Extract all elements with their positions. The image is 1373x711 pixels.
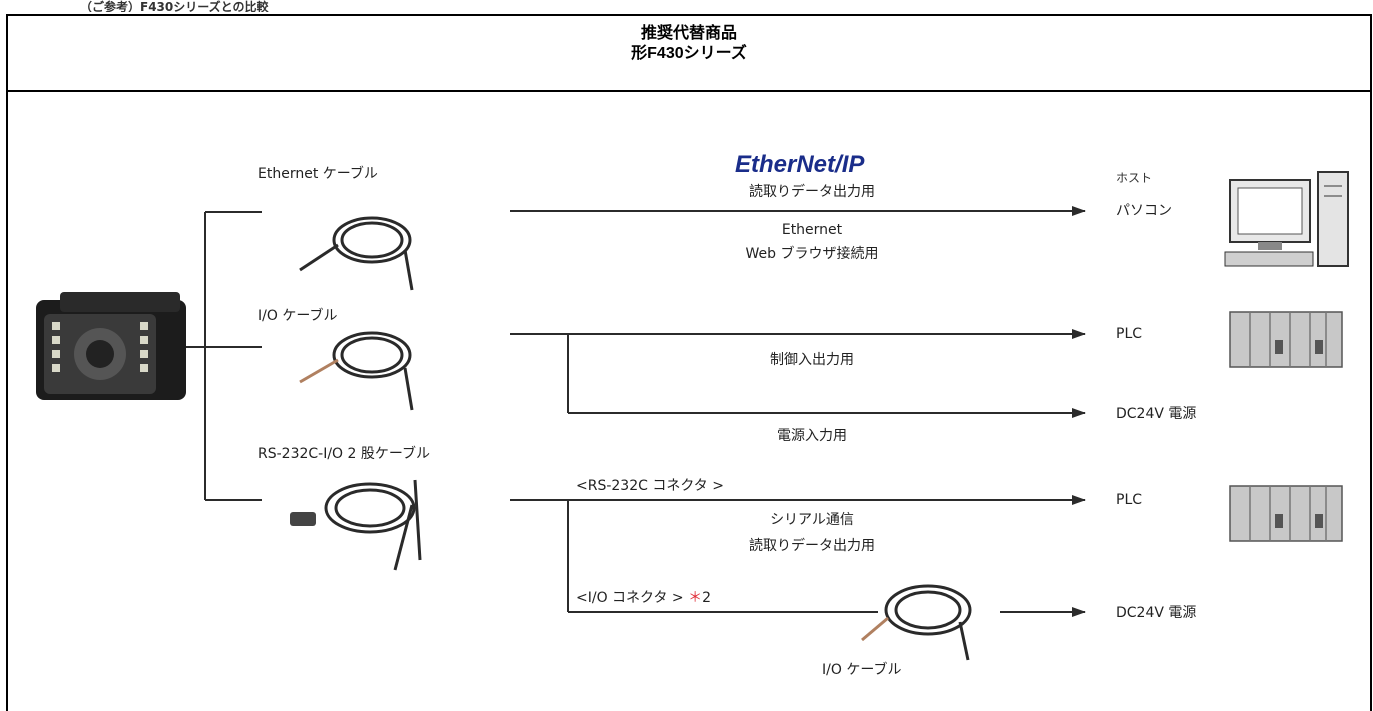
control-io-label: 制御入出力用 bbox=[770, 352, 854, 368]
rs232c-cable-image bbox=[290, 479, 422, 571]
code-reader-device bbox=[36, 292, 186, 400]
top-clipped-text: （ご参考）F430シリーズとの比較 bbox=[80, 0, 269, 12]
power-input-label: 電源入力用 bbox=[777, 428, 847, 444]
dest-dc24v-1-label: DC24V 電源 bbox=[1116, 406, 1196, 422]
io-cable-bottom-label: I/O ケーブル bbox=[822, 661, 901, 678]
bracket-lines bbox=[186, 211, 262, 501]
plc-icon-2 bbox=[1229, 485, 1343, 542]
title-recommended: 推奨代替商品 bbox=[640, 25, 737, 42]
dest-pc-label: パソコン bbox=[1116, 203, 1172, 219]
io-cable-bottom-image bbox=[861, 584, 972, 661]
title-series: 形F430シリーズ bbox=[631, 45, 747, 62]
io-cable-image bbox=[299, 331, 414, 411]
rs232c-connector-label: <RS-232C コネクタ > bbox=[576, 478, 724, 494]
footnote-mark: ＊ bbox=[688, 590, 702, 606]
dest-plc1-label: PLC bbox=[1116, 326, 1142, 342]
io-connector-label: <I/O コネクタ > ＊2 bbox=[576, 590, 711, 606]
rs232c-cable-label: RS-232C-I/O 2 股ケーブル bbox=[258, 445, 430, 462]
ethernet-ip-logo: EtherNet/IP bbox=[735, 151, 865, 178]
ethernet-cable-label: Ethernet ケーブル bbox=[258, 165, 378, 182]
header-cell: 推奨代替商品 形F430シリーズ bbox=[8, 16, 1370, 92]
read-output-label-2: 読取りデータ出力用 bbox=[749, 537, 875, 554]
dest-plc2-label: PLC bbox=[1116, 492, 1142, 508]
plc-icon-1 bbox=[1229, 311, 1343, 368]
footnote-number: 2 bbox=[702, 590, 711, 606]
diagram-table: 推奨代替商品 形F430シリーズ bbox=[6, 14, 1372, 711]
host-label: ホスト bbox=[1116, 171, 1152, 185]
ethernet-cable-image bbox=[299, 216, 414, 291]
serial-comm-label: シリアル通信 bbox=[770, 512, 854, 528]
read-output-label: 読取りデータ出力用 bbox=[749, 183, 875, 200]
io-cable-label: I/O ケーブル bbox=[258, 307, 337, 324]
dest-dc24v-2-label: DC24V 電源 bbox=[1116, 605, 1196, 621]
ethernet-label: Ethernet bbox=[782, 222, 843, 238]
web-browser-label: Web ブラウザ接続用 bbox=[746, 245, 879, 262]
pc-icon bbox=[1224, 171, 1349, 267]
connection-lines bbox=[510, 206, 1086, 617]
